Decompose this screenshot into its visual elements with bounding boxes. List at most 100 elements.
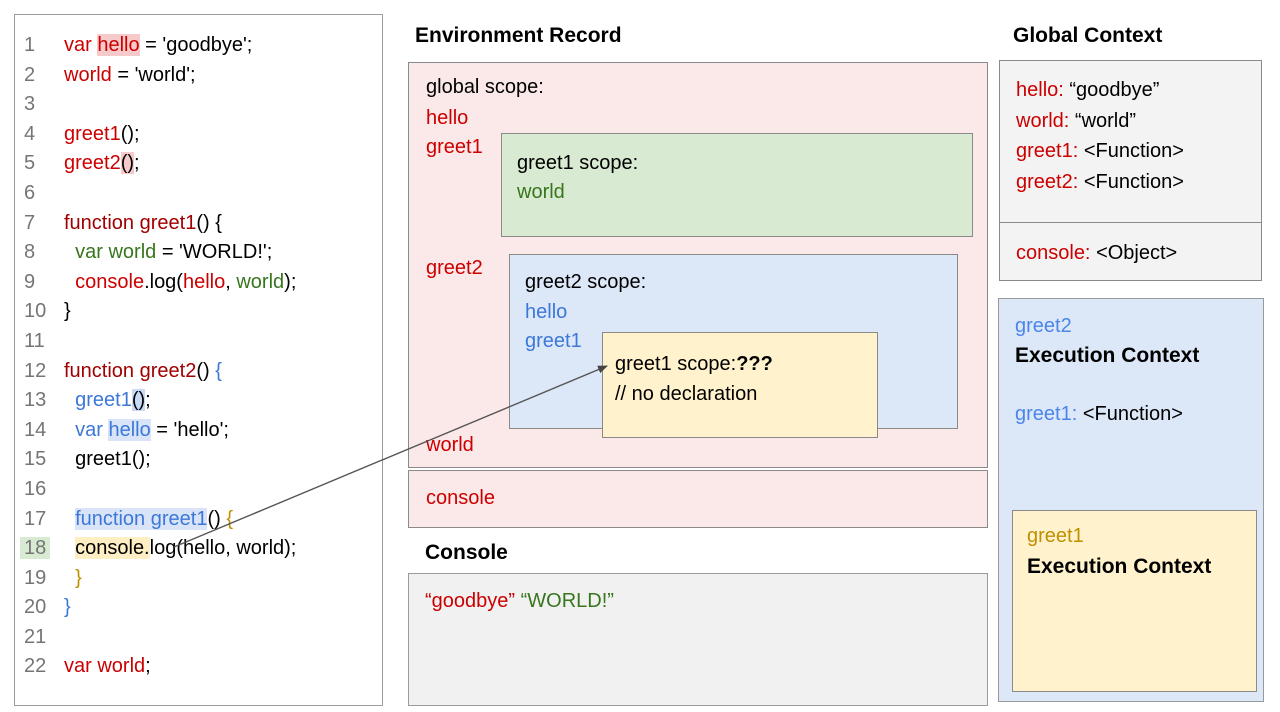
environment-record-title: Environment Record [415, 24, 622, 47]
greet2-execution-context-panel: greet2 Execution Context greet1: <Functi… [998, 298, 1264, 702]
greet1-context-title: Execution Context [1027, 555, 1212, 578]
code-line: 6 [15, 180, 382, 210]
line-number: 20 [24, 596, 47, 619]
global-scope-label: global scope: [426, 76, 544, 98]
code-text: } [64, 300, 71, 323]
global-context-box: hello: “goodbye” world: “world” greet1: <F… [999, 60, 1262, 281]
inner-greet1-scope-header: greet1 scope:??? [615, 349, 877, 379]
code-text: var hello = 'goodbye'; [64, 34, 253, 56]
line-number: 17 [24, 507, 47, 530]
line-number: 2 [24, 63, 36, 86]
line-number: 16 [24, 477, 47, 500]
greet2-context-name: greet2 [1015, 315, 1072, 337]
line-number: 3 [24, 93, 36, 116]
greet2-scope-box: greet2 scope: hello greet1 greet1 scope:… [509, 254, 958, 438]
code-text: console.log(hello, world); [75, 270, 297, 293]
line-number: 19 [24, 566, 47, 589]
greet2-scope-var-hello: hello [525, 301, 568, 323]
console-title: Console [425, 541, 508, 564]
line-number: 13 [24, 389, 47, 412]
code-text: var hello = 'hello'; [75, 418, 229, 441]
code-line: 22 var world; [15, 653, 382, 683]
global-var-greet2: greet2 [426, 257, 483, 279]
code-line: 14 var hello = 'hello'; [15, 417, 382, 447]
line-number: 12 [24, 359, 47, 382]
line-number: 18 [15, 535, 64, 562]
code-text: } [64, 596, 71, 619]
global-context-console-entry: console: <Object> [1000, 223, 1261, 265]
greet2-context-entry: greet1: <Function> [1015, 403, 1183, 426]
code-line: 17 function greet1() { [15, 506, 382, 536]
code-line: 8 var world = 'WORLD!'; [15, 239, 382, 269]
inner-greet1-scope-box: greet1 scope:??? // no declaration [602, 332, 878, 438]
greet1-scope-label: greet1 scope: [517, 152, 639, 174]
code-text: var world; [64, 655, 151, 678]
console-output-box: “goodbye” “WORLD!” [408, 573, 988, 706]
code-line: 7 function greet1() { [15, 210, 382, 240]
code-line: 12 function greet2() { [15, 358, 382, 388]
code-text: world = 'world'; [64, 63, 196, 86]
global-scope-box: global scope: hello greet1 greet2 world … [408, 62, 988, 468]
console-output: “goodbye” “WORLD!” [425, 590, 614, 612]
code-line: 13 greet1(); [15, 387, 382, 417]
greet2-context-title: Execution Context [1015, 344, 1200, 367]
greet2-scope-label: greet2 scope: [525, 271, 647, 293]
code-line: 15 greet1(); [15, 446, 382, 476]
console-entry-value: <Object> [1096, 242, 1178, 264]
context-entry: greet2: <Function> [1016, 170, 1184, 193]
greet1-context-name: greet1 [1027, 525, 1084, 547]
code-line: 10} [15, 298, 382, 328]
code-text: function greet2() { [64, 359, 222, 382]
line-number: 6 [24, 181, 36, 204]
code-line: 16 [15, 476, 382, 506]
global-var-hello: hello [426, 107, 469, 129]
code-text: function greet1() { [64, 211, 222, 234]
code-text: } [75, 566, 82, 589]
context-entry: greet1: <Function> [1016, 140, 1184, 162]
context-entry: world: “world” [1016, 109, 1137, 132]
greet2-entry-value: <Function> [1082, 403, 1183, 425]
code-line: 20} [15, 594, 382, 624]
line-number: 8 [24, 241, 36, 264]
global-context-entries: hello: “goodbye” world: “world” greet1: <F… [1000, 61, 1261, 223]
code-line: 9 console.log(hello, world); [15, 269, 382, 299]
inner-greet1-scope-question: ??? [736, 353, 773, 375]
greet2-scope-var-greet1: greet1 [525, 330, 582, 352]
code-line: 19 } [15, 565, 382, 595]
code-line: 3 [15, 91, 382, 121]
code-text: greet1(); [75, 389, 151, 412]
code-line: 21 [15, 624, 382, 654]
line-number: 5 [24, 152, 36, 175]
code-line: 11 [15, 328, 382, 358]
console-entry-key: console: [1016, 242, 1091, 264]
line-number: 9 [24, 270, 36, 293]
line-number: 7 [24, 211, 36, 234]
global-var-console: console [426, 487, 495, 509]
context-entry: hello: “goodbye” [1016, 79, 1160, 101]
global-var-greet1: greet1 [426, 136, 483, 158]
line-number: 22 [24, 655, 47, 678]
greet1-scope-box: greet1 scope: world [501, 133, 973, 237]
code-line: 4 greet1(); [15, 121, 382, 151]
code-text: greet1(); [64, 122, 140, 145]
line-number: 10 [24, 300, 47, 323]
code-line: 2 world = 'world'; [15, 62, 382, 92]
line-number: 14 [24, 418, 47, 441]
code-text: console.log(hello, world); [75, 537, 297, 560]
code-text: function greet1() { [75, 507, 234, 530]
greet1-execution-context-box: greet1 Execution Context [1012, 510, 1257, 692]
inner-greet1-scope-comment: // no declaration [615, 383, 758, 405]
global-var-world: world [426, 434, 474, 456]
code-text: greet1(); [75, 448, 151, 471]
line-number: 15 [24, 448, 47, 471]
line-number: 4 [24, 122, 36, 145]
inner-greet1-scope-label: greet1 scope: [615, 353, 737, 375]
global-console-row: console [408, 470, 988, 528]
code-line: 18 console.log(hello, world); [15, 535, 382, 565]
greet2-entry-key: greet1: [1015, 403, 1078, 425]
